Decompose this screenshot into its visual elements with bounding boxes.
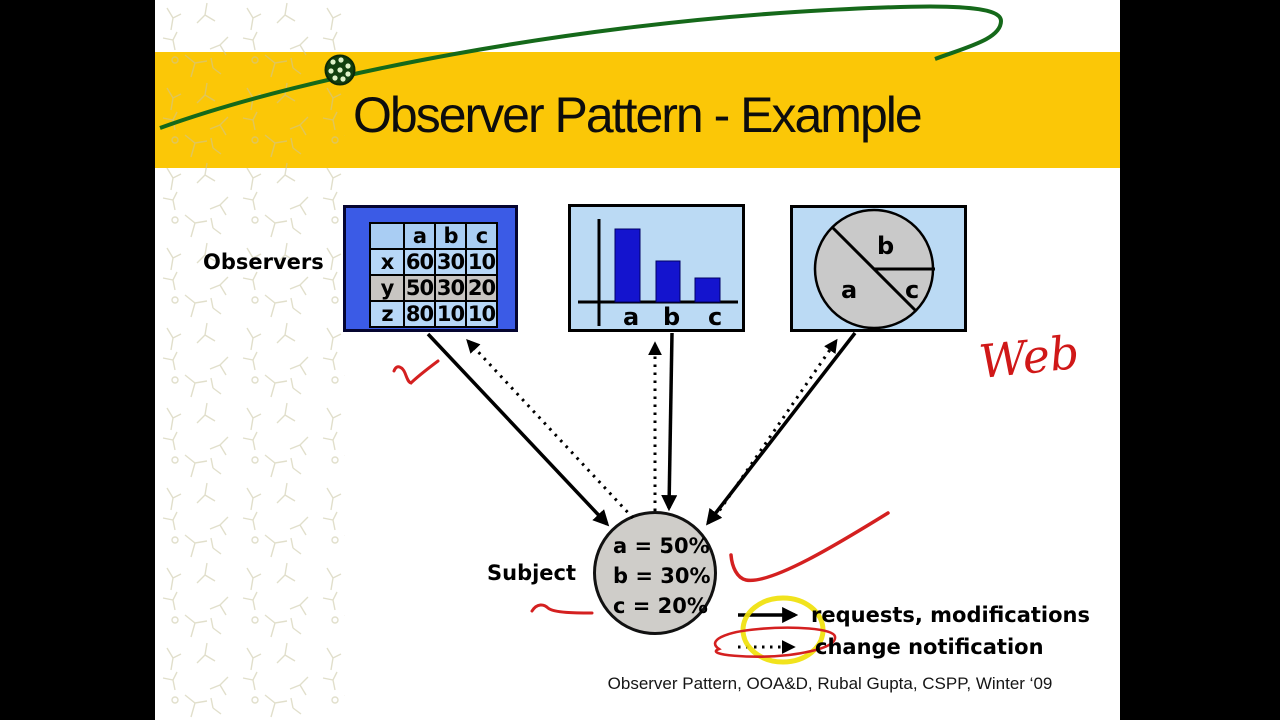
subject-label: Subject <box>487 561 577 585</box>
subject-value-line: c = 20% <box>613 594 708 618</box>
arrow-solid-table-to-subject <box>426 332 610 527</box>
col-header: b <box>434 222 467 250</box>
red-checkmark <box>392 359 440 385</box>
col-header: a <box>403 222 436 250</box>
arrow-solid-pie-to-subject <box>706 331 857 526</box>
slide: Observer Pattern - Example Observers a b… <box>155 0 1120 720</box>
bar-label-a: a <box>623 303 639 329</box>
pie-label-a: a <box>841 276 857 304</box>
pie-label-b: b <box>877 232 894 260</box>
table-observer: a b c x 60 30 10 y 50 30 20 z <box>343 205 518 332</box>
table-corner-cell <box>369 222 405 250</box>
table-cell: 20 <box>465 274 498 302</box>
legend-dotted-label: change notification <box>815 635 1044 659</box>
bar-chart-observer: a b c <box>568 204 745 332</box>
row-label: y <box>369 274 405 302</box>
col-header: c <box>465 222 498 250</box>
bar-label-b: b <box>663 303 680 329</box>
arrow-dotted-subject-to-table <box>466 338 635 520</box>
slide-title: Observer Pattern - Example <box>353 87 923 143</box>
observer-table: a b c x 60 30 10 y 50 30 20 z <box>369 222 498 328</box>
subject-value-line: a = 50% <box>613 534 710 558</box>
table-cell: 30 <box>434 274 467 302</box>
pie-label-c: c <box>905 276 919 304</box>
bar-a <box>614 228 641 303</box>
arrow-solid-barchart-to-subject <box>661 332 678 512</box>
table-cell: 10 <box>465 248 498 276</box>
ball-ornament <box>324 54 356 86</box>
legend-solid-label: requests, modifications <box>811 603 1090 627</box>
table-cell: 10 <box>465 300 498 328</box>
bar-c <box>694 277 721 303</box>
pie-chart-observer: b a c <box>790 205 967 332</box>
row-label: z <box>369 300 405 328</box>
swoosh-graphic <box>159 4 1004 130</box>
table-cell: 30 <box>434 248 467 276</box>
table-cell: 80 <box>403 300 436 328</box>
bar-label-c: c <box>708 303 722 329</box>
arrow-dotted-subject-to-pie <box>713 338 838 518</box>
letterbox-right <box>1120 0 1280 720</box>
red-underline-subject <box>530 603 594 615</box>
table-cell: 60 <box>403 248 436 276</box>
table-cell: 10 <box>434 300 467 328</box>
table-cell: 50 <box>403 274 436 302</box>
row-label: x <box>369 248 405 276</box>
footer-credit: Observer Pattern, OOA&D, Rubal Gupta, CS… <box>607 674 1053 693</box>
bar-b <box>655 260 681 303</box>
red-swoosh-mark <box>729 511 890 583</box>
letterbox-left <box>0 0 155 720</box>
subject-node: a = 50% b = 30% c = 20% <box>593 511 717 635</box>
observers-label: Observers <box>203 250 324 274</box>
handwritten-web-annotation: Web <box>976 324 1082 390</box>
subject-value-line: b = 30% <box>613 564 711 588</box>
